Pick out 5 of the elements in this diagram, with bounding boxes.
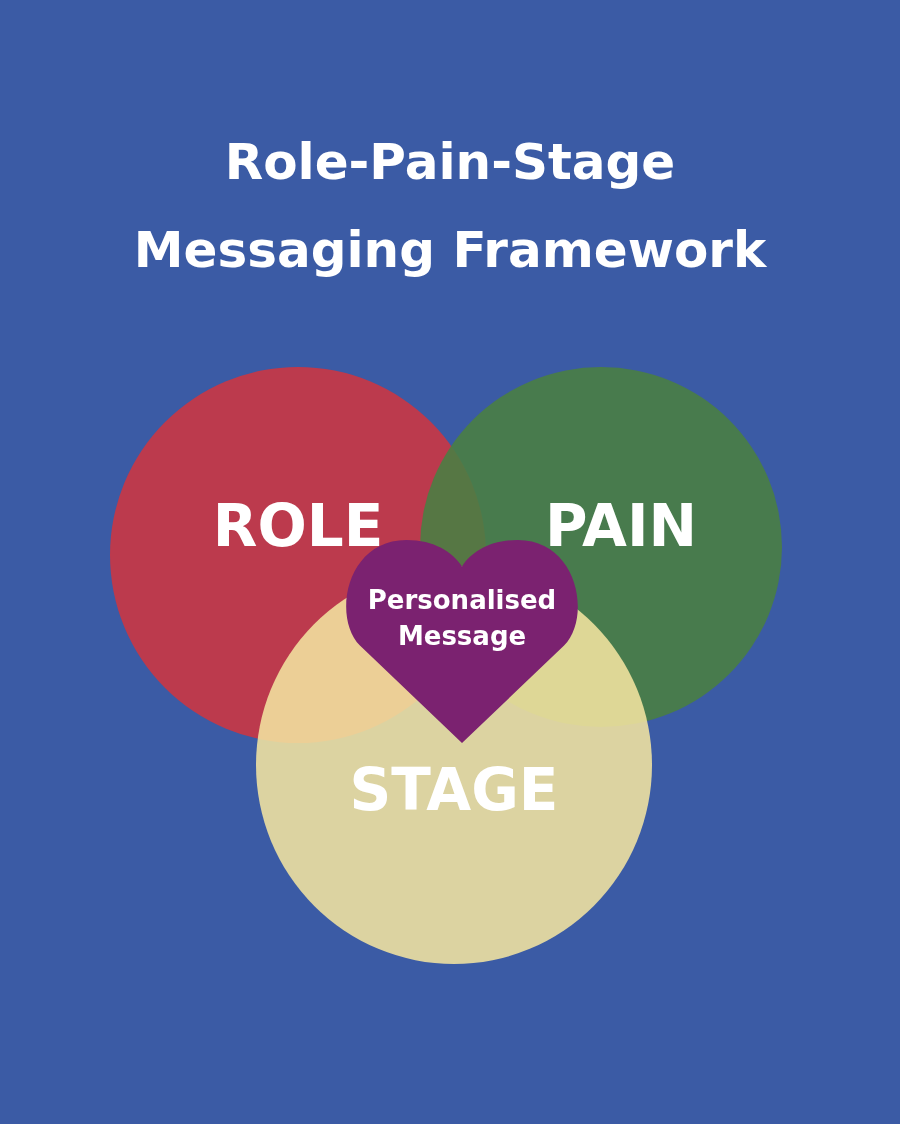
venn-label: ROLE	[211, 492, 385, 560]
venn-label: PAIN	[543, 492, 699, 560]
venn-label: Personalised Message	[366, 584, 558, 653]
title: Role-Pain-Stage Messaging Framework	[132, 132, 768, 281]
venn-label: STAGE	[348, 756, 560, 824]
